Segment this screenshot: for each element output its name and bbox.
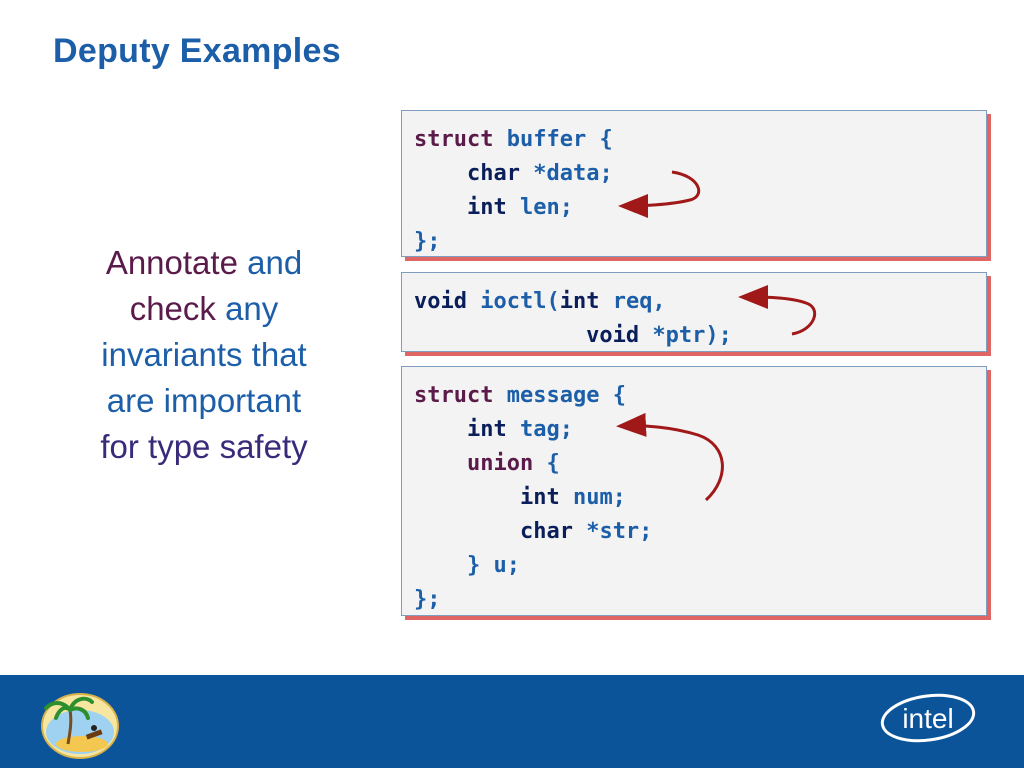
code-token: *str; [572,519,653,544]
code-token: ioctl( [466,289,560,314]
lead-line-important: are important [106,382,302,419]
code-token: req, [599,289,666,314]
code-token: int [414,417,507,442]
lead-word-annotate: Annotate [105,244,238,281]
code-token: }; [414,587,441,612]
code-token: } u; [414,553,520,578]
footer-bar [0,675,1024,768]
lead-line-type-safety: for type safety [100,428,308,465]
code-box-message: struct message { int tag; union { int nu… [401,366,987,616]
code-token: char [414,161,520,186]
lead-line-invariants: invariants that [101,336,307,373]
code-message: struct message { int tag; union { int nu… [414,379,652,617]
code-token: void [414,323,640,348]
code-token: int [414,485,560,510]
code-token: *data; [519,161,613,186]
lead-word-and: and [247,244,303,281]
code-token: }; [414,229,441,254]
code-token: void [414,289,467,314]
code-token: tag; [506,417,573,442]
code-token: struct [414,127,494,152]
lead-text: Annotate and check any invariants that a… [62,240,346,470]
code-token: buffer { [493,127,613,152]
code-token: char [414,519,573,544]
lead-word-check: check [129,290,216,327]
code-box-buffer: struct buffer { char *data; int len; }; [401,110,987,257]
intel-wordmark: intel [902,703,953,734]
code-token: int [559,289,600,314]
code-token: struct [414,383,494,408]
code-ioctl: void ioctl(int req, void *ptr); [414,285,732,353]
code-token: { [533,451,560,476]
code-token: num; [559,485,626,510]
code-token: union [414,451,534,476]
code-token: message { [493,383,626,408]
code-token: *ptr); [639,323,732,348]
lead-word-any: any [225,290,279,327]
intel-logo-icon: intel [880,693,976,743]
code-token: int [414,195,507,220]
slide-title: Deputy Examples [53,32,341,70]
island-logo-icon [41,693,119,759]
code-box-ioctl: void ioctl(int req, void *ptr); [401,272,987,352]
code-token: len; [506,195,573,220]
code-buffer: struct buffer { char *data; int len; }; [414,123,613,259]
